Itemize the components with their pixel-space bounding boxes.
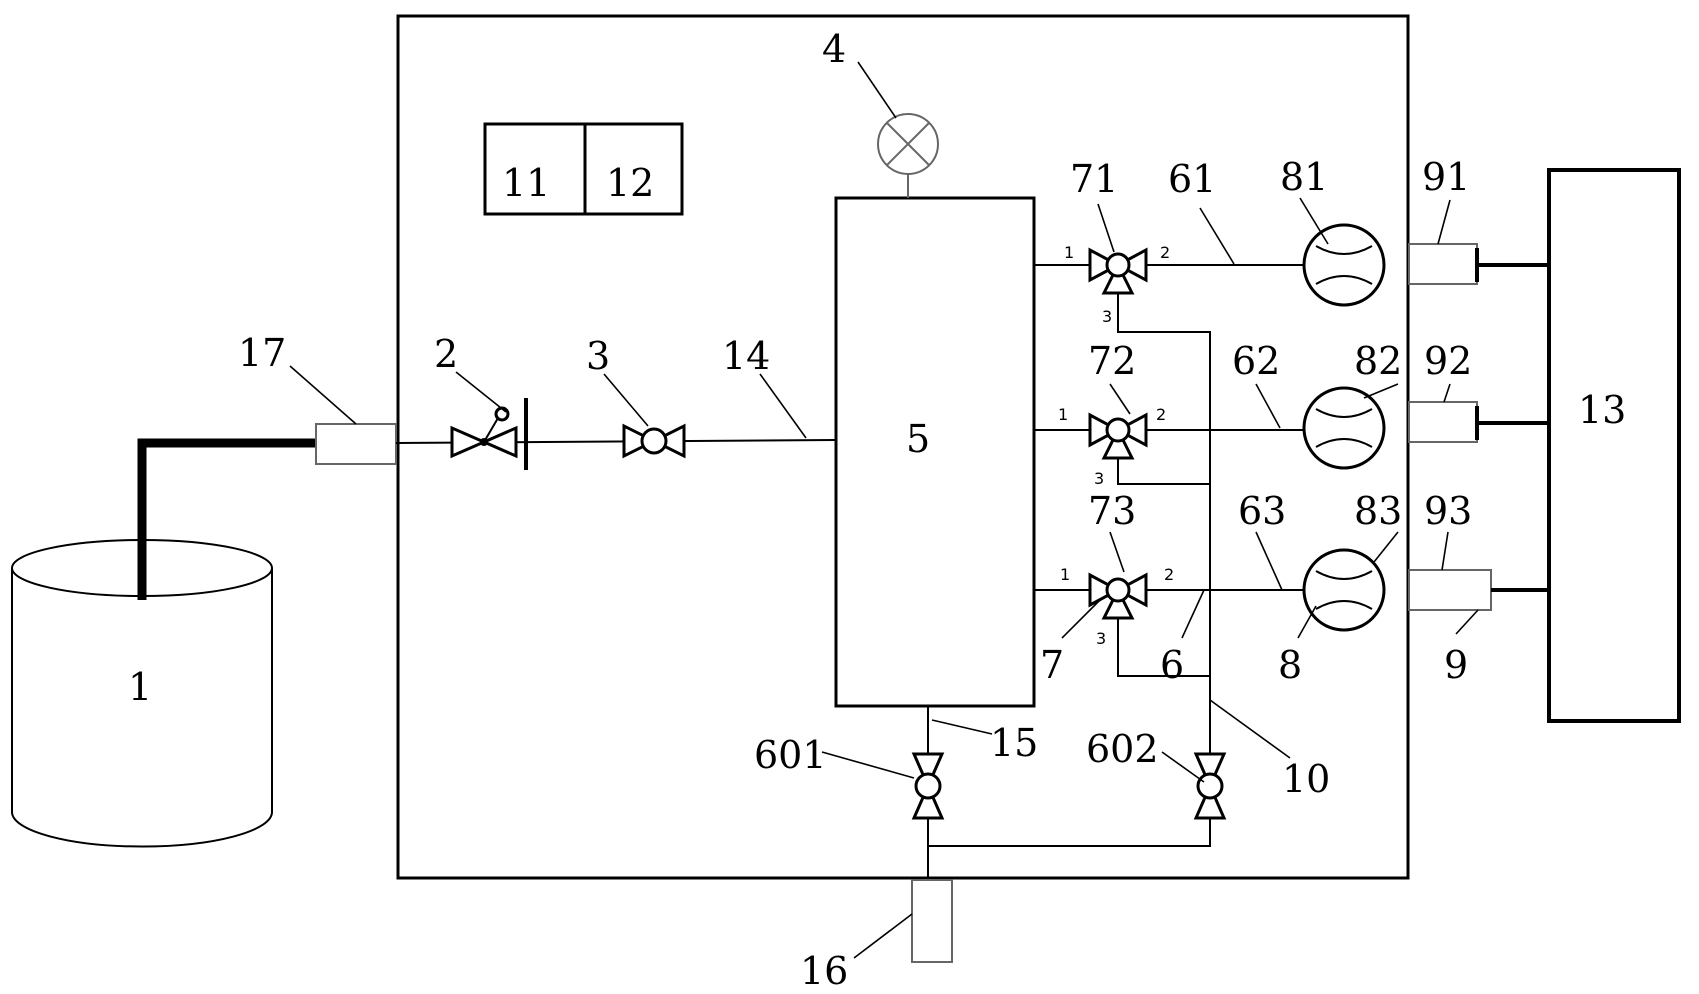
label-72: 72 [1088,339,1136,383]
three-way-valve-72 [1088,412,1148,460]
port-72-1: 1 [1058,405,1068,424]
three-way-valve-71 [1088,247,1148,295]
drain-valve-602 [1193,752,1227,820]
port-72-2: 2 [1156,405,1166,424]
port-72-3: 3 [1094,469,1104,488]
enclosure-frame [396,14,1410,880]
label-1: 1 [128,665,152,709]
three-way-valve-73 [1088,572,1148,620]
label-71: 71 [1070,157,1118,201]
label-83: 83 [1354,489,1402,533]
port-71-2: 2 [1160,243,1170,262]
return-branch-73 [1117,614,1210,677]
label-14: 14 [722,334,770,378]
port-73-1: 1 [1060,565,1070,584]
label-2: 2 [434,332,458,376]
label-73: 73 [1088,489,1136,533]
label-61: 61 [1168,157,1216,201]
label-91: 91 [1422,155,1470,199]
label-6: 6 [1160,643,1184,687]
label-12: 12 [606,161,654,205]
label-7: 7 [1040,643,1064,687]
label-10: 10 [1282,757,1330,801]
label-17: 17 [238,331,286,375]
connector-92 [1408,401,1478,443]
label-3: 3 [586,334,610,378]
label-11: 11 [502,161,550,205]
connector-93 [1408,569,1492,611]
label-93: 93 [1424,489,1472,533]
return-branch-72 [1117,455,1210,485]
label-82: 82 [1354,339,1402,383]
label-81: 81 [1280,155,1328,199]
port-71-1: 1 [1064,243,1074,262]
label-62: 62 [1232,339,1280,383]
return-pipe-10 [928,290,1211,847]
label-63: 63 [1238,489,1286,533]
label-16: 16 [800,949,848,993]
port-73-2: 2 [1164,565,1174,584]
label-92: 92 [1424,339,1472,383]
flow-meter-82 [1302,386,1386,470]
controller-12 [583,122,684,216]
flow-meter-83 [1302,548,1386,632]
outlet-16 [911,879,953,963]
label-13: 13 [1578,388,1626,432]
gauge-4 [877,113,939,198]
label-15: 15 [990,721,1038,765]
label-9: 9 [1444,643,1468,687]
flow-meter-81 [1302,223,1386,307]
inlet-valve-2 [450,398,528,470]
label-5: 5 [906,417,930,461]
port-73-3: 3 [1096,629,1106,648]
test-device-13 [1547,168,1681,723]
label-601: 601 [754,733,827,777]
connector-91 [1408,243,1478,285]
drain-valve-601 [911,752,945,820]
suction-pipe [137,438,318,600]
label-4: 4 [822,27,846,71]
vessel-5 [834,196,1036,708]
inlet-connector-17 [315,423,397,465]
port-71-3: 3 [1102,307,1112,326]
filter-valve-3 [622,423,686,459]
label-602: 602 [1086,727,1159,771]
label-8: 8 [1278,643,1302,687]
